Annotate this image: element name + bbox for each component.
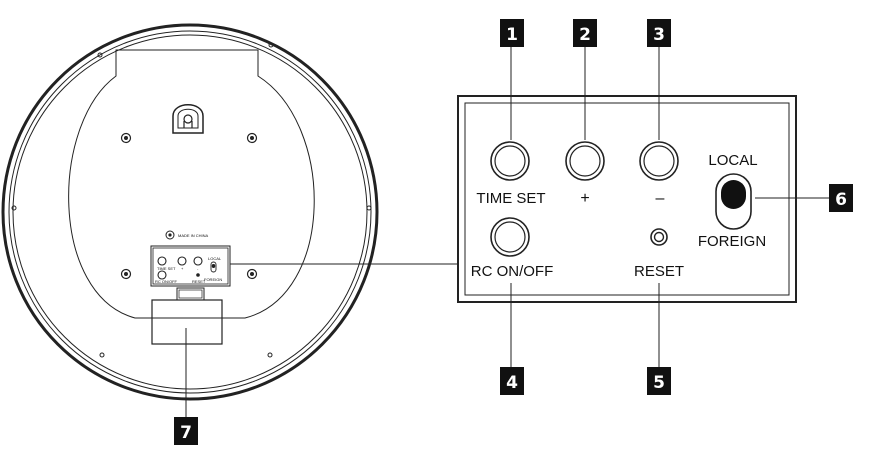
local-foreign-switch bbox=[715, 173, 752, 230]
clock-inner-rim bbox=[8, 30, 372, 394]
rc-onoff-label: RC ON/OFF bbox=[471, 263, 554, 280]
rim-screw bbox=[268, 42, 274, 48]
time-set-label: TIME SET bbox=[476, 190, 545, 207]
mini-foreign-label: FOREIGN bbox=[204, 277, 222, 282]
svg-text:4: 4 bbox=[506, 373, 518, 393]
back-plate bbox=[68, 49, 315, 319]
rim-screw bbox=[99, 352, 105, 358]
minus-button bbox=[639, 141, 679, 181]
reset-button bbox=[650, 228, 668, 246]
svg-text:5: 5 bbox=[653, 373, 665, 393]
callout-badge-3: 3 bbox=[647, 19, 671, 47]
control-panel-enlarged: TIME SET + – LOCAL FOREIGN RC ON/OFF bbox=[457, 95, 797, 303]
panel-outer-frame bbox=[457, 95, 797, 303]
minus-label: – bbox=[656, 190, 665, 207]
made-in-china-label: MADE IN CHINA bbox=[165, 230, 209, 240]
rc-onoff-button bbox=[490, 217, 530, 257]
clock-back: MADE IN CHINA TIME SET + - LOCAL FOREIGN… bbox=[1, 23, 379, 401]
rim-screw bbox=[11, 205, 17, 211]
callout-badge-4: 4 bbox=[500, 367, 524, 395]
panel-inner-frame bbox=[464, 102, 790, 296]
rim-screw bbox=[366, 205, 372, 211]
callout-badge-6: 6 bbox=[829, 184, 853, 212]
svg-text:2: 2 bbox=[579, 25, 591, 45]
clock-body-edge bbox=[12, 34, 368, 390]
hanging-hook bbox=[172, 104, 204, 134]
rim-screw bbox=[97, 52, 103, 58]
svg-text:1: 1 bbox=[506, 25, 518, 45]
svg-text:7: 7 bbox=[180, 423, 192, 443]
mini-plus-button bbox=[177, 256, 187, 266]
rim-screw bbox=[267, 352, 273, 358]
mounting-screw bbox=[246, 132, 258, 144]
callout-badge-7: 7 bbox=[174, 417, 198, 445]
callout-badge-5: 5 bbox=[647, 367, 671, 395]
mini-time-set-label: TIME SET bbox=[157, 266, 176, 271]
time-set-button bbox=[490, 141, 530, 181]
battery-compartment bbox=[151, 287, 223, 345]
callout-badge-1: 1 bbox=[500, 19, 524, 47]
mini-reset-button bbox=[196, 273, 200, 277]
plus-label: + bbox=[580, 190, 589, 207]
mini-control-panel: TIME SET + - LOCAL FOREIGN RC ON/OFF RES… bbox=[150, 245, 231, 287]
mini-plus-label: + bbox=[181, 266, 184, 271]
mini-reset-label: RESET bbox=[192, 279, 206, 284]
mini-minus-label: - bbox=[197, 266, 199, 271]
mini-switch bbox=[210, 261, 217, 273]
plus-button bbox=[565, 141, 605, 181]
mini-time-set-button bbox=[157, 256, 167, 266]
clock-outer-rim bbox=[1, 23, 379, 401]
mini-minus-button bbox=[193, 256, 203, 266]
mounting-screw bbox=[120, 132, 132, 144]
mounting-screw bbox=[246, 268, 258, 280]
made-in-china-text: MADE IN CHINA bbox=[178, 233, 209, 238]
reset-label: RESET bbox=[634, 263, 684, 280]
svg-text:3: 3 bbox=[653, 25, 665, 45]
local-label: LOCAL bbox=[708, 152, 757, 169]
mini-rc-button bbox=[157, 270, 167, 280]
callout-badge-2: 2 bbox=[573, 19, 597, 47]
foreign-label: FOREIGN bbox=[698, 233, 766, 250]
mini-local-label: LOCAL bbox=[208, 256, 222, 261]
mini-rc-label: RC ON/OFF bbox=[155, 279, 178, 284]
mounting-screw bbox=[120, 268, 132, 280]
svg-text:6: 6 bbox=[835, 190, 847, 210]
